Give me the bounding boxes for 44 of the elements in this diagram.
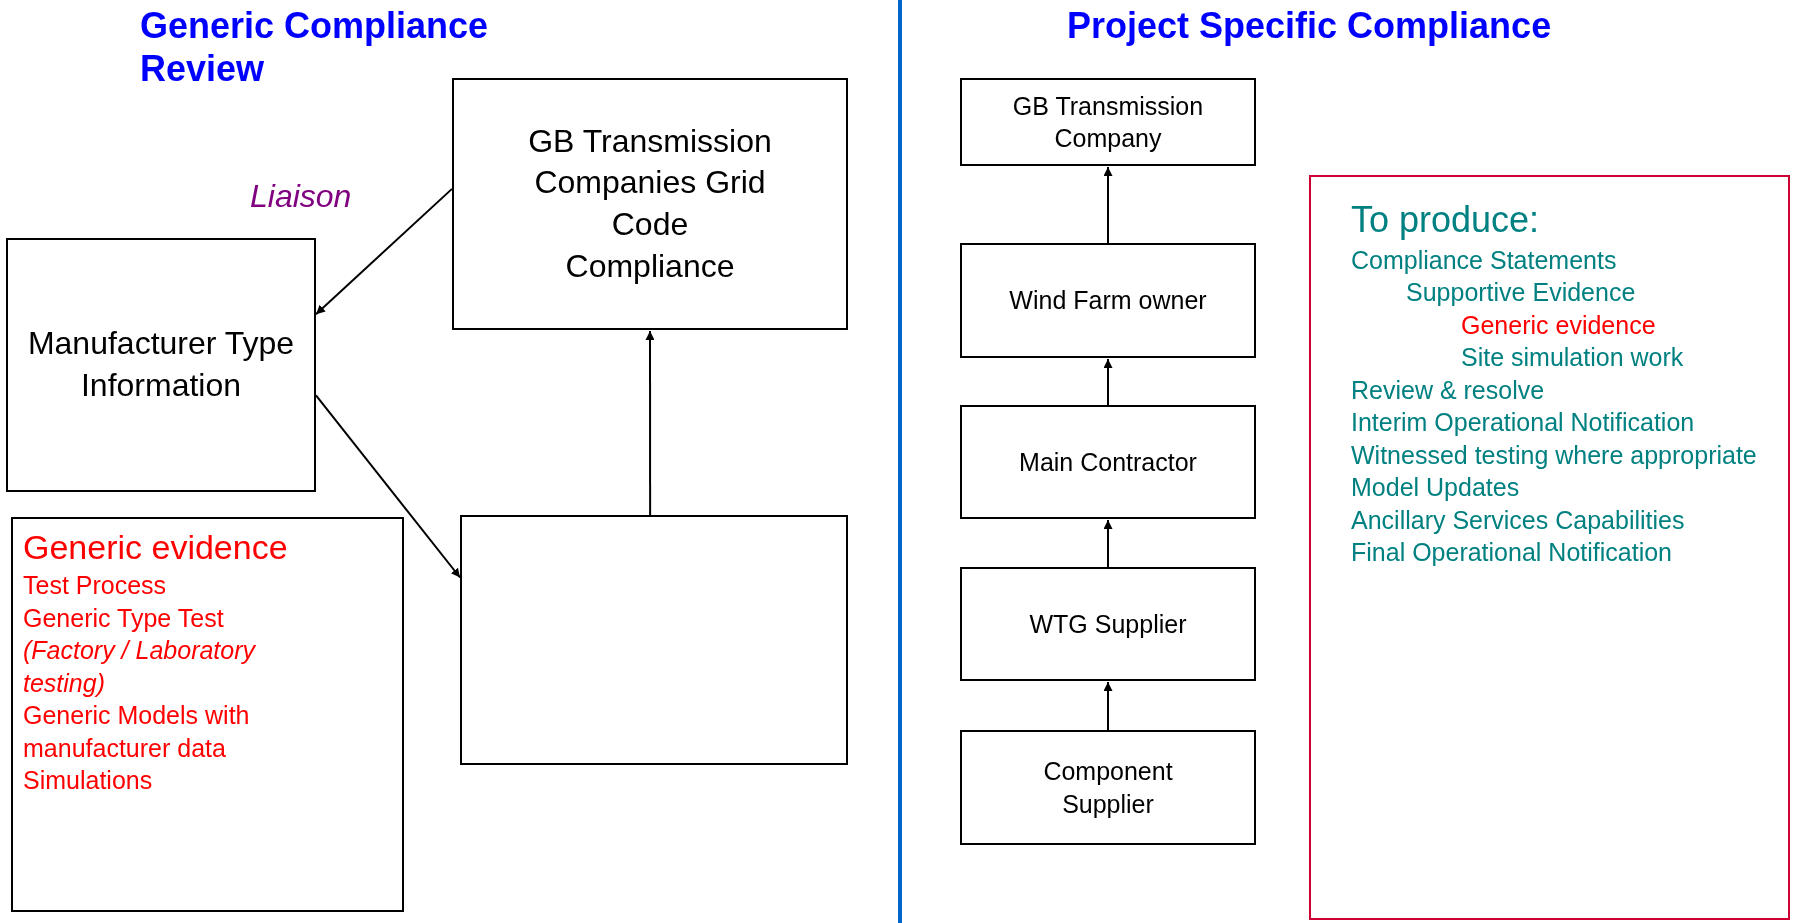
arrow <box>315 187 453 316</box>
list-item: (Factory / Laboratory testing) <box>23 635 257 699</box>
list-item: Supportive Evidence <box>1406 277 1637 309</box>
text-panel <box>1309 175 1790 920</box>
panel-heading: Generic evidence <box>23 527 289 568</box>
list-item: Final Operational Notification <box>1351 537 1673 569</box>
arrow <box>1103 519 1113 568</box>
list-item: Generic Models with manufacturer data <box>23 700 251 764</box>
node-label: Wind Farm owner <box>1009 285 1207 317</box>
text-panel <box>11 517 404 912</box>
panel-heading: To produce: <box>1351 198 1541 242</box>
list-item: Ancillary Services Capabilities <box>1351 504 1686 536</box>
process-box <box>6 238 316 492</box>
list-item: Generic Type Test <box>23 602 225 634</box>
arrow <box>1103 681 1113 731</box>
process-box <box>960 730 1256 845</box>
process-box <box>960 405 1256 519</box>
node-label: GB Transmission Company <box>1011 90 1205 154</box>
node-label: GB Transmission Companies Grid Code Compliance <box>527 121 773 286</box>
arrow <box>315 394 461 579</box>
list-item: Site simulation work <box>1461 342 1685 374</box>
process-box <box>960 78 1256 166</box>
list-item: Witnessed testing where appropriate <box>1351 439 1758 471</box>
arrow <box>1103 358 1113 406</box>
arrow <box>1103 166 1113 244</box>
node-label: WTG Supplier <box>1029 608 1187 640</box>
edge-label: Liaison <box>250 178 352 215</box>
node-label: Component Supplier <box>1042 756 1174 820</box>
list-item: Simulations <box>23 765 154 797</box>
process-box <box>960 567 1256 681</box>
section-heading: Generic Compliance Review <box>140 4 490 91</box>
process-box <box>452 78 848 330</box>
list-item: Review & resolve <box>1351 374 1546 406</box>
list-item: Interim Operational Notification <box>1351 407 1696 439</box>
list-item: Model Updates <box>1351 472 1521 504</box>
arrow <box>645 330 655 516</box>
list-item: Compliance Statements <box>1351 244 1618 276</box>
empty-box <box>460 515 848 765</box>
list-item: Test Process <box>23 570 168 602</box>
list-item: Generic evidence <box>1461 309 1657 341</box>
node-label: Manufacturer Type Information <box>26 324 296 405</box>
section-heading: Project Specific Compliance <box>1067 4 1553 48</box>
node-label: Main Contractor <box>1019 446 1197 478</box>
process-box <box>960 243 1256 358</box>
